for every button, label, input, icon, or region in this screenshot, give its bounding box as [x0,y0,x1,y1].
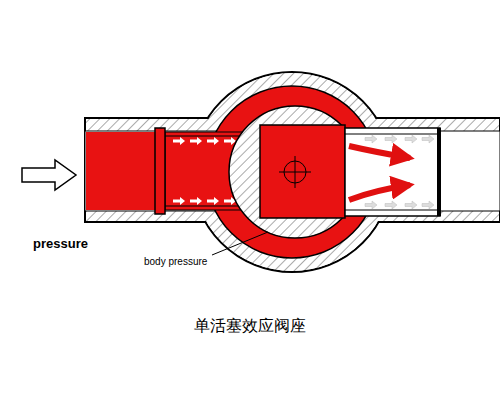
caption: 单活塞效应阀座 [194,316,306,337]
inlet-arrow [22,160,76,190]
flow-arrow [405,135,417,143]
flow-arrow [385,201,397,209]
flow-arrow [173,137,185,145]
valve-body [85,72,500,272]
body-pressure-label: body pressure [143,256,208,267]
flow-arrow [190,197,202,205]
flow-arrows [173,137,236,205]
flow-arrow [422,135,434,143]
flow-arrow [385,135,397,143]
center-mark [279,156,311,188]
flow-arrow [207,197,219,205]
flow-arrow [422,201,434,209]
inlet-pressure [86,132,158,210]
ball [229,106,361,238]
flow-arrow [173,197,185,205]
flow-arrow [365,201,377,209]
leak-arrow [349,146,410,158]
downstream-seat [345,128,441,216]
flow-arrows [365,135,434,209]
leader-line [212,232,268,255]
flow-arrow [207,137,219,145]
flow-arrow [190,137,202,145]
ball-bore [260,125,345,218]
seat-ring [155,128,165,214]
leak-arrow [349,185,410,200]
flow-arrow [224,137,236,145]
flow-arrow [405,201,417,209]
flow-arrow [365,135,377,143]
pressure-label: pressure [33,236,88,251]
